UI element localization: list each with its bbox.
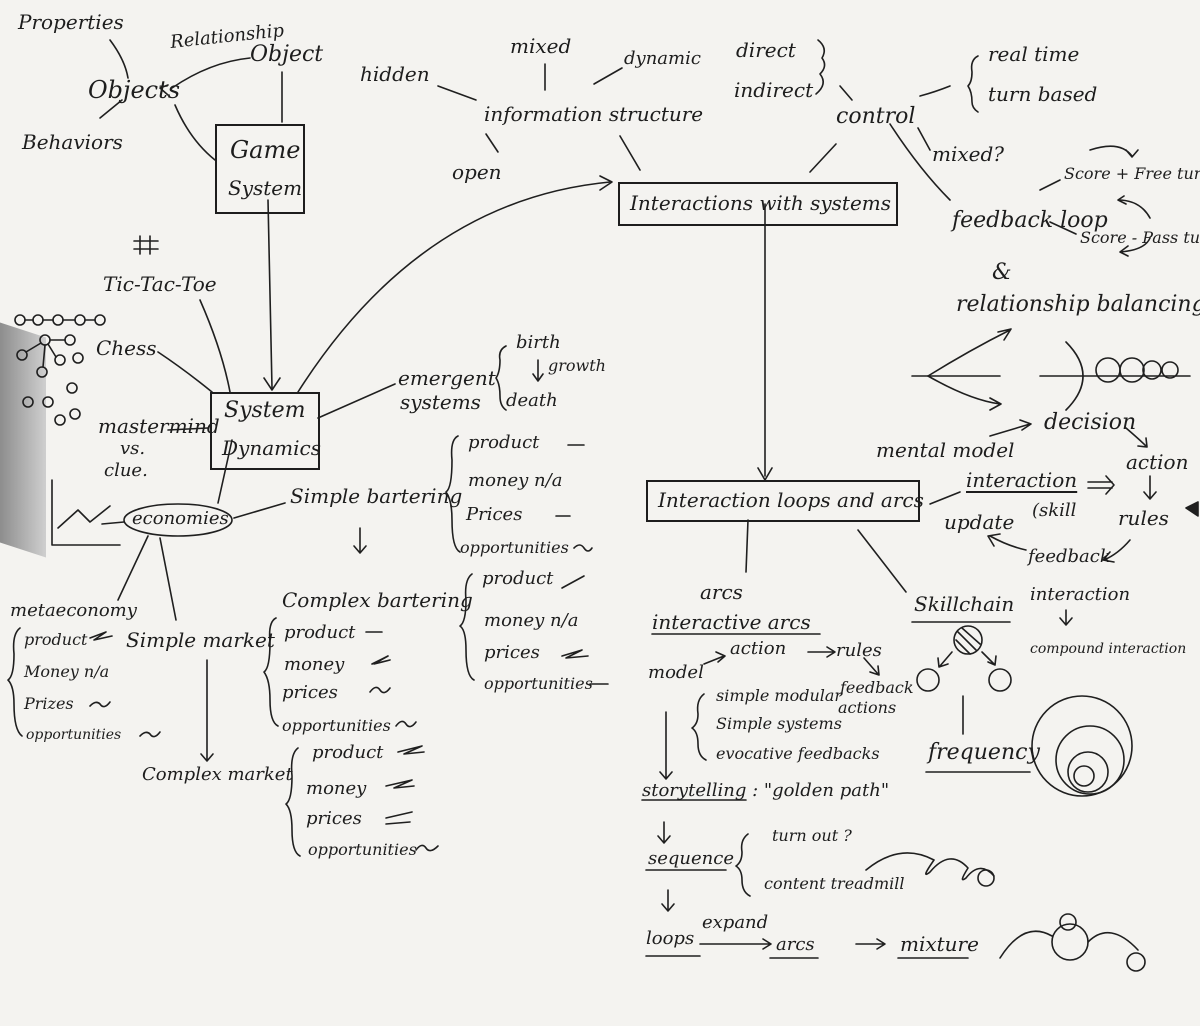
game-system-label-2: System [228, 176, 303, 200]
sequence-label: sequence [648, 848, 734, 869]
economies-label: economies [132, 508, 229, 529]
indirect-label: indirect [734, 78, 814, 102]
score-pass-turn-label: Score - Pass turn [1080, 228, 1200, 247]
storytelling-label: storytelling : "golden path" [642, 780, 890, 801]
system-dynamics-box [210, 392, 320, 470]
interaction-label: interaction [966, 468, 1078, 492]
cm-prices: prices [306, 808, 362, 829]
me-money: Money n/a [24, 662, 110, 681]
real-time-label: real time [988, 42, 1080, 66]
turn-based-label: turn based [988, 82, 1098, 106]
actions-label: actions [838, 698, 897, 717]
sm-product: product [284, 622, 356, 643]
complex-bartering-label: Complex bartering [282, 588, 473, 612]
skillchain-label: Skillchain [914, 592, 1015, 616]
sm-prices: prices [282, 682, 338, 703]
simple-modular-label: simple modular [716, 686, 843, 705]
system-dynamics-label-1: System [224, 398, 306, 423]
decision-label: decision [1044, 410, 1137, 435]
sm-money: money [284, 654, 345, 675]
mastermind-label: mastermind [98, 414, 220, 438]
cb-product: product [482, 568, 554, 589]
sm-opportunities: opportunities [282, 716, 391, 735]
me-product: product [24, 630, 88, 649]
feedback-label: feedback [1028, 546, 1111, 567]
sc-interaction-label: interaction [1030, 584, 1131, 605]
frequency-label: frequency [928, 740, 1040, 765]
properties-label: Properties [18, 10, 124, 34]
model-label: model [648, 662, 704, 683]
cm-product: product [312, 742, 384, 763]
mixed-question-label: mixed? [932, 142, 1005, 166]
objects-label: Objects [88, 76, 181, 104]
simple-market-label: Simple market [126, 628, 275, 652]
turn-out-label: turn out ? [772, 826, 852, 845]
growth-label: growth [548, 356, 606, 375]
cm-money: money [306, 778, 367, 799]
feedback-loop-label: feedback loop [952, 208, 1108, 233]
direct-label: direct [736, 38, 796, 62]
evocative-feedbacks-label: evocative feedbacks [716, 744, 880, 763]
interactions-with-systems-box [618, 182, 898, 226]
content-treadmill-label: content treadmill [764, 874, 905, 893]
loops-label: loops [646, 928, 695, 949]
interactions-with-systems-label: Interactions with systems [630, 191, 892, 215]
vs-label: vs. [120, 438, 146, 459]
mixed-label: mixed [510, 34, 572, 58]
interaction-loops-label: Interaction loops and arcs [658, 488, 924, 512]
mental-model-label: mental model [876, 438, 1015, 462]
complex-market-label: Complex market [142, 764, 293, 785]
cb-opportunities: opportunities [484, 674, 593, 693]
simple-bartering-label: Simple bartering [290, 484, 463, 508]
me-opportunities: opportunities [26, 727, 122, 743]
emergent-label: emergent [398, 366, 496, 390]
behaviors-label: Behaviors [22, 130, 123, 154]
me-prices: Prizes [24, 694, 74, 713]
systems-label: systems [400, 390, 481, 414]
information-structure-label: information structure [484, 102, 704, 126]
expand-label: expand [702, 912, 769, 933]
game-system-box [215, 124, 305, 214]
chess-label: Chess [96, 336, 157, 360]
ia-rules-label: rules [836, 640, 882, 661]
hidden-label: hidden [360, 62, 430, 86]
arcs-label: arcs [700, 580, 743, 604]
interaction-loops-box [646, 480, 920, 522]
sb-money: money n/a [468, 470, 563, 491]
simple-systems-label: Simple systems [716, 714, 842, 733]
birth-label: birth [516, 332, 561, 353]
interactive-arcs-label: interactive arcs [652, 610, 811, 634]
tic-tac-toe-label: Tic-Tac-Toe [103, 272, 217, 296]
compound-interaction-label: compound interaction [1030, 641, 1187, 657]
sb-opportunities: opportunities [460, 538, 569, 557]
open-label: open [452, 160, 502, 184]
sb-product: product [468, 432, 540, 453]
game-system-label-1: Game [230, 136, 301, 164]
rules-label: rules [1118, 506, 1169, 530]
object-right-label: Object [250, 42, 324, 67]
skill-label: (skill [1032, 500, 1077, 521]
metaeconomy-label: metaeconomy [10, 600, 137, 621]
mixture-label: mixture [900, 932, 979, 956]
dynamic-label: dynamic [624, 48, 701, 69]
arcs-bottom-label: arcs [776, 934, 815, 955]
action-label: action [1126, 450, 1189, 474]
ia-feedback-label: feedback [840, 678, 914, 697]
relationship-balancing-label: relationship balancing [956, 292, 1200, 317]
cm-opportunities: opportunities [308, 840, 417, 859]
cb-prices: prices [484, 642, 540, 663]
ia-action-label: action [730, 638, 787, 659]
cb-money: money n/a [484, 610, 579, 631]
system-dynamics-label-2: Dynamics [222, 436, 321, 460]
control-label: control [836, 104, 916, 129]
clue-label: clue. [104, 460, 148, 481]
sb-prices: Prices [466, 504, 523, 525]
score-free-turn-label: Score + Free turn [1064, 164, 1200, 183]
ampersand-label: & [992, 260, 1012, 285]
death-label: death [506, 390, 558, 411]
update-label: update [944, 510, 1015, 534]
